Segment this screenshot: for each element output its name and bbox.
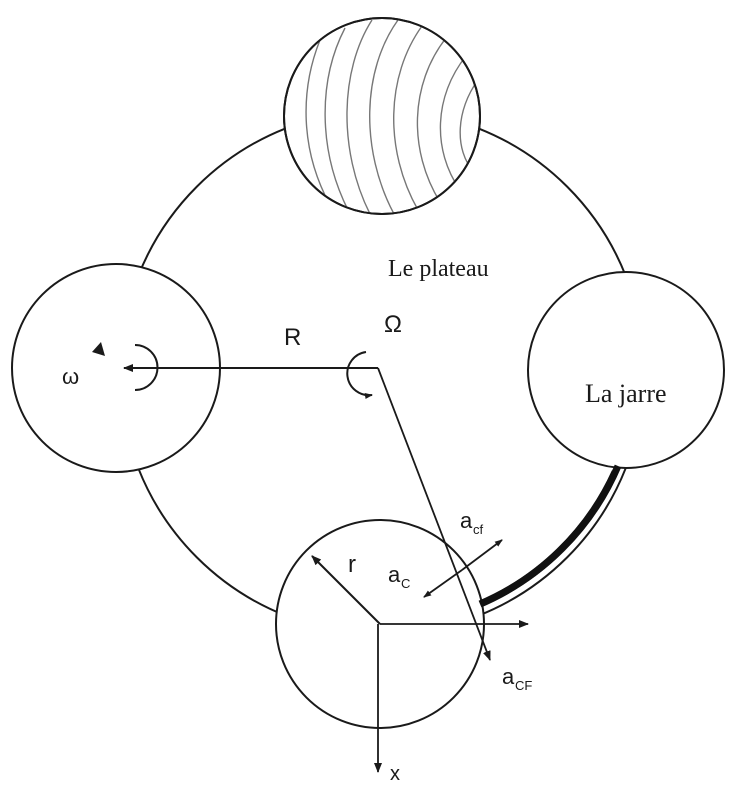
plateau-label: Le plateau xyxy=(388,256,489,282)
Omega-rotation-icon xyxy=(346,351,373,399)
a-cf-sub: cf xyxy=(473,522,484,537)
a-C-main: a xyxy=(388,562,401,587)
r-arrow xyxy=(311,555,381,625)
thick-orbit-arc-top xyxy=(478,464,622,608)
a-cf-main: a xyxy=(460,508,473,533)
a-cf-label: a cf xyxy=(460,508,484,537)
r-label: r xyxy=(348,551,356,578)
a-cf-arrow xyxy=(461,539,503,571)
R-label: R xyxy=(284,324,301,351)
thick-orbit-arc xyxy=(476,470,619,609)
jar-label: La jarre xyxy=(585,379,667,408)
a-C-label: a C xyxy=(388,562,410,591)
a-CF-main: a xyxy=(502,664,515,689)
a-C-sub: C xyxy=(401,576,410,591)
omega-label: ω xyxy=(62,364,79,389)
a-CF-sub: CF xyxy=(515,678,532,693)
right-jar-circle xyxy=(527,271,725,469)
x-label: x xyxy=(390,763,400,785)
a-CF-label: a CF xyxy=(502,664,532,693)
center-to-acf-line xyxy=(377,367,491,661)
a-C-arrow xyxy=(423,569,463,598)
top-sphere xyxy=(283,17,481,215)
Omega-label: Ω xyxy=(384,311,402,338)
omega-rotation-icon xyxy=(134,344,159,391)
omega-rotation-arrowhead xyxy=(92,342,105,356)
